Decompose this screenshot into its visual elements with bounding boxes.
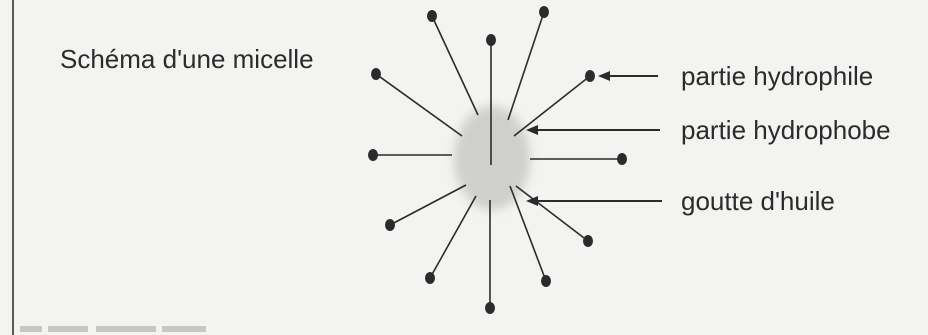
arrow-head-icon: [598, 71, 610, 81]
hydrophilic-head: [485, 302, 495, 314]
hydrophilic-head: [385, 219, 395, 231]
annotation-hydrophilic: partie hydrophile: [598, 61, 873, 91]
annotation-hydrophobic: partie hydrophobe: [526, 115, 891, 145]
annotation-oil-drop: goutte d'huile: [526, 186, 835, 216]
hydrophobic-tail: [432, 16, 478, 115]
oil-drop: [454, 106, 530, 210]
label-oil-drop: goutte d'huile: [681, 186, 835, 216]
hydrophilic-head: [617, 153, 627, 165]
hydrophilic-head: [486, 34, 496, 46]
hydrophilic-head: [585, 70, 595, 82]
hydrophobic-tail: [390, 185, 466, 225]
hydrophilic-head: [371, 68, 381, 80]
label-hydrophilic: partie hydrophile: [681, 61, 873, 91]
arrow-head-icon: [526, 125, 538, 135]
hydrophobic-tail: [508, 12, 544, 120]
hydrophilic-head: [539, 6, 549, 18]
diagram-title: Schéma d'une micelle: [60, 44, 314, 74]
hydrophilic-head: [541, 275, 551, 287]
hydrophilic-head: [583, 235, 593, 247]
hydrophilic-head: [427, 10, 437, 22]
hydrophobic-tail: [514, 76, 590, 136]
hydrophobic-tail: [430, 196, 476, 278]
hydrophobic-tail: [376, 74, 462, 136]
hydrophilic-head: [425, 272, 435, 284]
label-hydrophobic: partie hydrophobe: [681, 115, 891, 145]
cropped-text-fragment: [20, 326, 206, 332]
hydrophilic-head: [368, 149, 378, 161]
hydrophobic-tail: [516, 186, 588, 241]
